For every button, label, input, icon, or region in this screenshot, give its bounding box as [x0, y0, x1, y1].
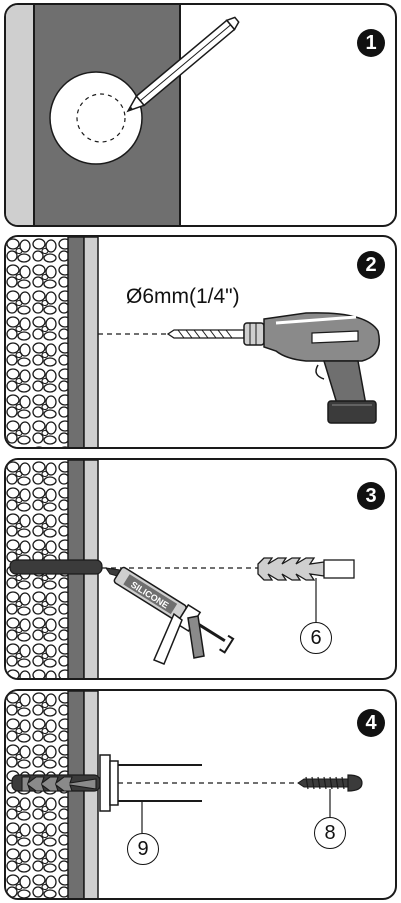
screw-icon — [297, 774, 363, 817]
screw-callout: 8 — [314, 817, 346, 849]
step-4-illustration — [6, 691, 363, 898]
wall-plug-icon — [257, 557, 355, 622]
step-2-badge: 2 — [357, 251, 385, 279]
step-1-panel: 1 — [4, 3, 397, 227]
wall-layer-light — [83, 237, 99, 447]
wall-edge-light — [6, 5, 34, 225]
marking-circle — [49, 71, 143, 165]
step-4-panel: 4 9 8 — [4, 689, 397, 900]
silicone-gun-icon: SILICONE — [104, 566, 235, 665]
step-2-panel: 2 Ø6mm(1/4") — [4, 235, 397, 449]
masonry-wall — [6, 237, 68, 447]
dashed-hole-mark — [76, 93, 126, 143]
step-3-badge: 3 — [357, 482, 385, 510]
drill-icon — [166, 312, 380, 424]
step-2-illustration — [6, 237, 380, 447]
masonry-wall — [6, 691, 68, 898]
silicone-filled-hole — [9, 559, 103, 575]
drill-size-label: Ø6mm(1/4") — [126, 285, 240, 308]
bracket-callout: 9 — [127, 833, 159, 865]
step-4-badge: 4 — [357, 709, 385, 737]
step-1-illustration — [6, 5, 240, 225]
pencil-icon — [126, 16, 240, 113]
bracket-icon — [99, 754, 202, 833]
wall-layer-dark — [67, 691, 85, 898]
installed-wall-plug-icon — [21, 776, 97, 792]
wall-layer-dark — [67, 237, 85, 447]
wall-layer-light — [83, 691, 99, 898]
step-3-panel: SILICONE 3 6 — [4, 458, 397, 680]
step-1-badge: 1 — [357, 29, 385, 57]
step-3-illustration: SILICONE — [6, 460, 355, 678]
wall-plug-callout: 6 — [300, 622, 332, 654]
